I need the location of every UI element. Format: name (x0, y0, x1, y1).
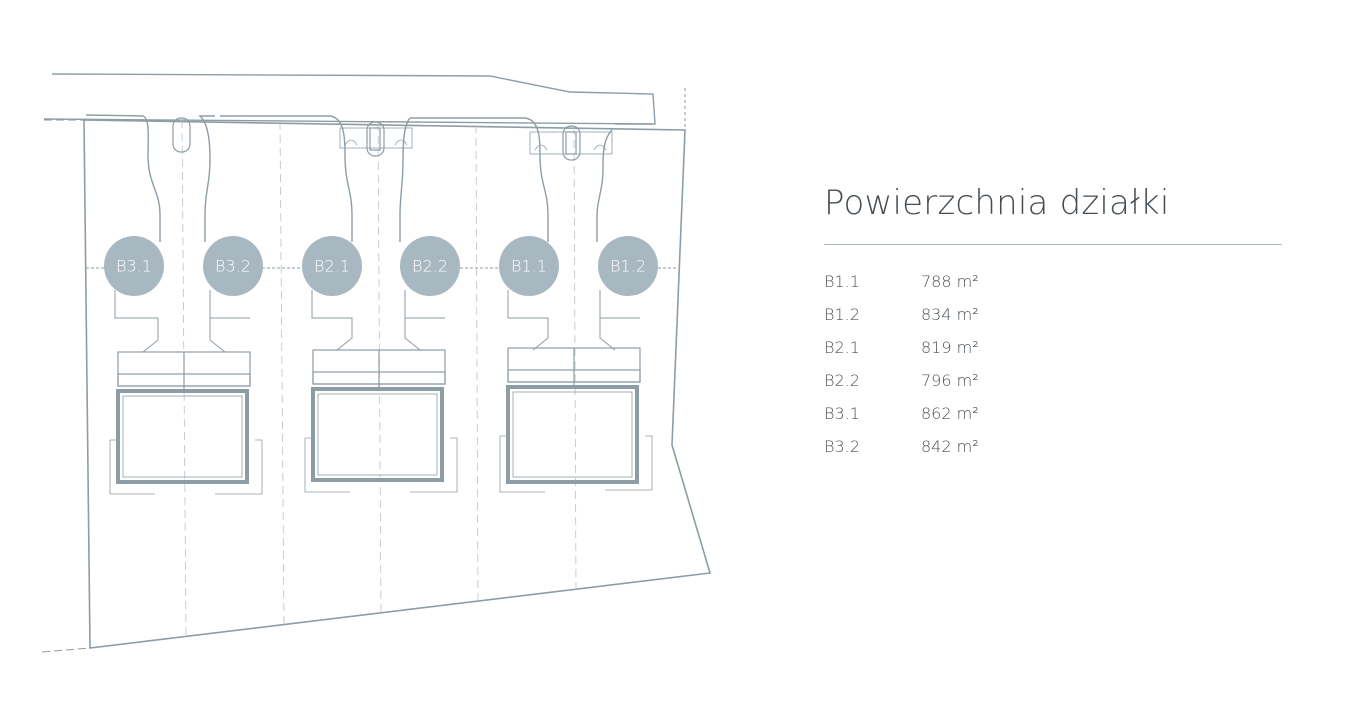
area-row-b1-2: B1.2 834 m² (824, 298, 1282, 331)
plot-marker-label: B2.2 (412, 257, 448, 276)
area-row-b2-2: B2.2 796 m² (824, 364, 1282, 397)
plot-id: B2.2 (824, 371, 860, 390)
building-b2 (304, 349, 458, 493)
plot-marker-b2-1[interactable]: B2.1 (302, 236, 362, 296)
page-title: Powierzchnia działki (824, 183, 1170, 223)
building-b3 (109, 351, 263, 495)
plot-id: B1.1 (824, 272, 860, 291)
plot-area: 842 m² (921, 437, 979, 456)
plot-id: B2.1 (824, 338, 860, 357)
site-boundary (83, 119, 712, 649)
plot-id: B3.2 (824, 437, 860, 456)
access-road (43, 73, 656, 125)
area-list: B1.1 788 m² B1.2 834 m² B2.1 819 m² B2.2… (824, 265, 1282, 463)
plot-marker-label: B3.2 (215, 257, 251, 276)
building-b1 (499, 347, 653, 493)
plot-marker-label: B3.1 (116, 257, 152, 276)
area-row-b1-1: B1.1 788 m² (824, 265, 1282, 298)
site-plan-map: B3.1 B3.2 B2.1 B2.2 B1.1 B1.2 (41, 73, 712, 653)
plot-marker-b1-2[interactable]: B1.2 (598, 236, 658, 296)
divider (824, 244, 1282, 245)
plot-id: B3.1 (824, 404, 860, 423)
plot-area: 834 m² (921, 305, 979, 324)
plot-id: B1.2 (824, 305, 860, 324)
area-row-b3-1: B3.1 862 m² (824, 397, 1282, 430)
plot-area: 862 m² (921, 404, 979, 423)
plot-area: 796 m² (921, 371, 979, 390)
plot-marker-label: B1.2 (610, 257, 646, 276)
plot-marker-label: B2.1 (314, 257, 350, 276)
plot-marker-b3-2[interactable]: B3.2 (203, 236, 263, 296)
plot-marker-b1-1[interactable]: B1.1 (499, 236, 559, 296)
plot-area-panel: Powierzchnia działki B1.1 788 m² B1.2 83… (824, 178, 1282, 463)
area-row-b2-1: B2.1 819 m² (824, 331, 1282, 364)
plot-area: 788 m² (921, 272, 979, 291)
plot-marker-label: B1.1 (511, 257, 547, 276)
plot-marker-b2-2[interactable]: B2.2 (400, 236, 460, 296)
plot-marker-b3-1[interactable]: B3.1 (104, 236, 164, 296)
plot-area: 819 m² (921, 338, 979, 357)
area-row-b3-2: B3.2 842 m² (824, 430, 1282, 463)
